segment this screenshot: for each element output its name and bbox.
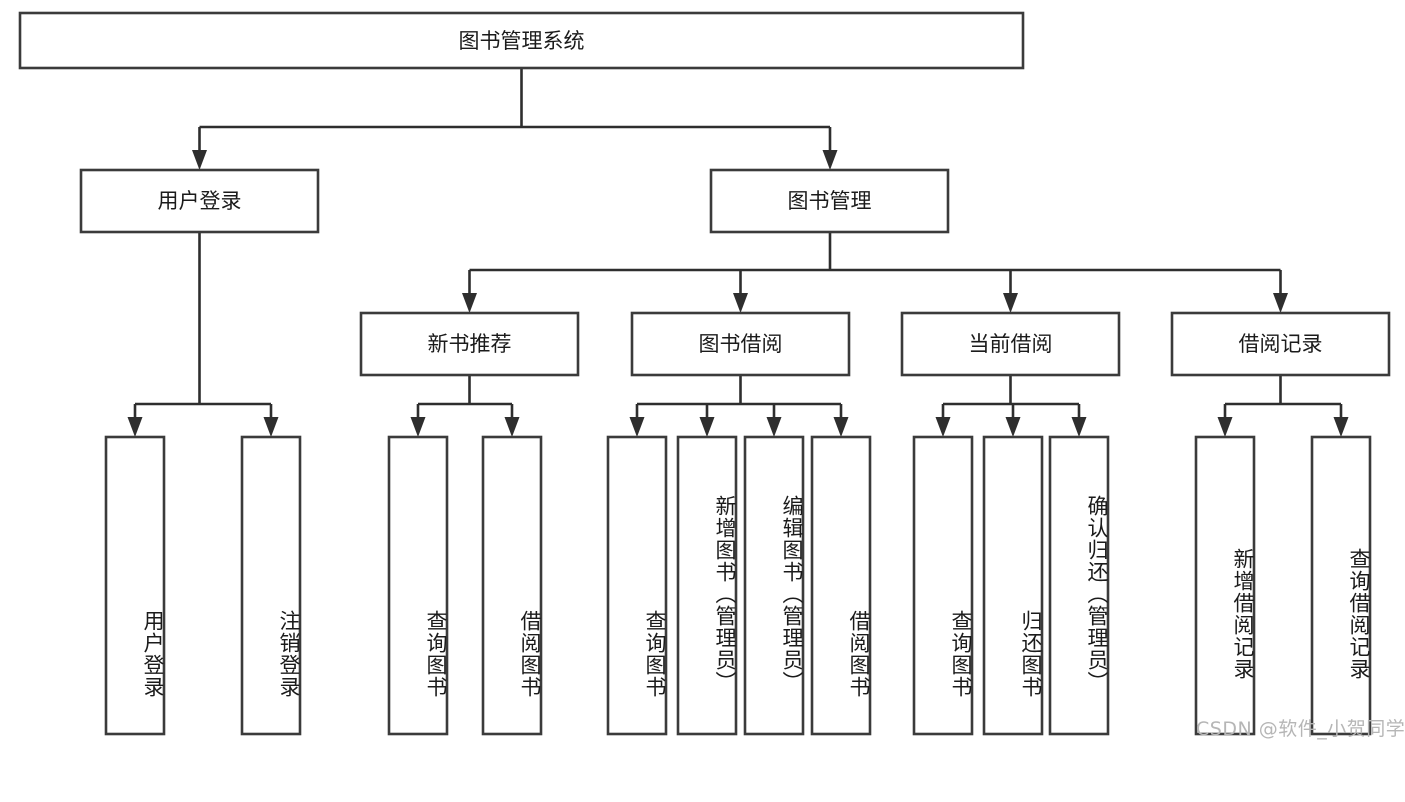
- arrow-head-leaf-user-login: [127, 417, 143, 437]
- arrow-head-book-manage: [822, 150, 838, 170]
- flowchart-canvas: 图书管理系统 用户登录 图书管理 新书推荐 图书借阅 当前借阅 借阅记录: [18, 11, 1405, 740]
- arrow-head-new-book-recommend: [462, 293, 477, 313]
- arrow-head-leaf-add-record: [1217, 417, 1233, 437]
- hierarchy-svg: 图书管理系统 用户登录 图书管理 新书推荐 图书借阅 当前借阅 借阅记录: [18, 11, 1391, 736]
- connector-group-borrow-record: [1217, 375, 1349, 437]
- arrow-head-leaf-query-book-borrow: [629, 417, 645, 437]
- arrow-head-leaf-user-logout: [263, 417, 279, 437]
- arrow-head-leaf-add-book: [699, 417, 715, 437]
- node-leaf-add-book-box[interactable]: [676, 435, 738, 736]
- node-new-book-recommend-box[interactable]: [359, 311, 580, 377]
- arrow-head-leaf-query-book-current: [935, 417, 951, 437]
- arrow-head-user-login: [192, 150, 207, 170]
- connector-group-current-borrow: [935, 375, 1087, 437]
- node-leaf-add-record-box[interactable]: [1194, 435, 1256, 736]
- node-user-login[interactable]: 用户登录: [79, 168, 320, 234]
- node-current-borrow-box[interactable]: [900, 311, 1121, 377]
- node-borrow-record-box[interactable]: [1170, 311, 1391, 377]
- connector-group-user-login: [127, 232, 279, 437]
- arrow-head-book-borrow: [733, 293, 748, 313]
- arrow-head-leaf-borrow-book: [833, 417, 849, 437]
- node-leaf-user-login-box[interactable]: [104, 435, 166, 736]
- arrow-head-leaf-query-record: [1333, 417, 1349, 437]
- connector-group-new-book-recommend: [410, 375, 520, 437]
- arrow-head-leaf-query-book-rec: [410, 417, 426, 437]
- node-leaf-edit-book-box[interactable]: [743, 435, 805, 736]
- node-book-borrow-label: 图书借阅: [699, 332, 783, 356]
- node-leaf-query-record-box[interactable]: [1310, 435, 1372, 736]
- node-leaf-return-book-box[interactable]: [982, 435, 1044, 736]
- node-book-manage[interactable]: 图书管理: [709, 168, 950, 234]
- node-book-manage-label: 图书管理: [788, 189, 872, 213]
- node-user-login-box[interactable]: [79, 168, 320, 234]
- node-new-book-recommend[interactable]: 新书推荐: [359, 311, 580, 377]
- csdn-watermark: CSDN @软件_小贺同学: [1196, 718, 1405, 740]
- arrow-head-current-borrow: [1003, 293, 1018, 313]
- connector-group-book-manage: [462, 232, 1288, 313]
- arrow-head-leaf-confirm-return: [1071, 417, 1087, 437]
- node-book-manage-box[interactable]: [709, 168, 950, 234]
- arrow-head-leaf-edit-book: [766, 417, 782, 437]
- node-leaf-query-book-borrow-box[interactable]: [606, 435, 668, 736]
- node-borrow-record-label: 借阅记录: [1239, 332, 1323, 356]
- node-root-label: 图书管理系统: [459, 29, 585, 53]
- node-current-borrow[interactable]: 当前借阅: [900, 311, 1121, 377]
- arrow-head-leaf-borrow-book-rec: [504, 417, 520, 437]
- connector-group-root: [192, 68, 838, 170]
- node-root-box[interactable]: [18, 11, 1025, 70]
- leaf-boxes: [104, 435, 1372, 736]
- arrow-head-borrow-record: [1273, 293, 1288, 313]
- node-root[interactable]: 图书管理系统: [18, 11, 1025, 70]
- connector-group-book-borrow: [629, 375, 849, 437]
- node-book-borrow-box[interactable]: [630, 311, 851, 377]
- arrow-head-leaf-return-book: [1005, 417, 1021, 437]
- node-leaf-borrow-book-rec-box[interactable]: [481, 435, 543, 736]
- node-current-borrow-label: 当前借阅: [969, 332, 1053, 356]
- node-leaf-user-logout-box[interactable]: [240, 435, 302, 736]
- node-leaf-confirm-return-box[interactable]: [1048, 435, 1110, 736]
- node-book-borrow[interactable]: 图书借阅: [630, 311, 851, 377]
- node-new-book-recommend-label: 新书推荐: [428, 332, 512, 356]
- node-borrow-record[interactable]: 借阅记录: [1170, 311, 1391, 377]
- node-leaf-borrow-book-box[interactable]: [810, 435, 872, 736]
- node-leaf-query-book-rec-box[interactable]: [387, 435, 449, 736]
- node-leaf-query-book-current-box[interactable]: [912, 435, 974, 736]
- node-user-login-label: 用户登录: [158, 189, 242, 213]
